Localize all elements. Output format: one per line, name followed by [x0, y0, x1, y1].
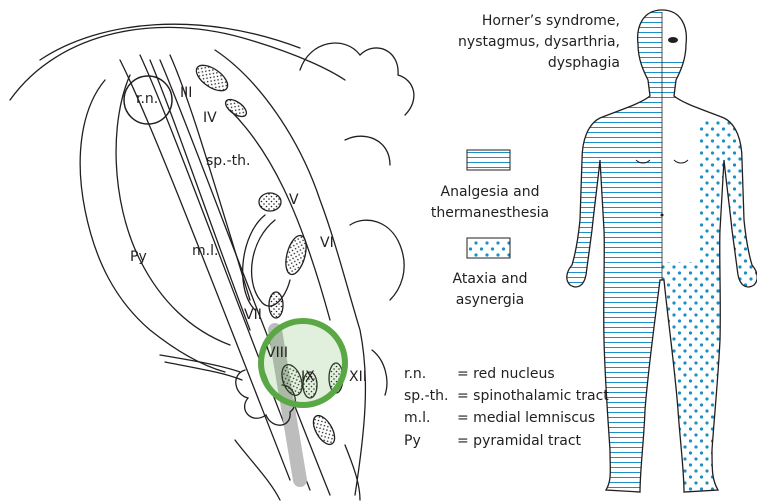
legend-ataxia-line-1: Ataxia and [420, 269, 560, 290]
glossary-abbr: Py [404, 433, 421, 449]
analgesia-swatch [467, 150, 510, 170]
glossary-abbr: r.n. [404, 366, 426, 382]
legend-analgesia: Analgesia and thermanesthesia [420, 182, 560, 224]
legend-ataxia-line-2: asynergia [420, 290, 560, 311]
label-cn-vi: VI [320, 235, 334, 251]
label-spinothalamic: sp.-th. [206, 153, 251, 169]
label-red-nucleus: r.n. [136, 91, 158, 107]
glossary-abbr: sp.-th. [404, 388, 449, 404]
deficit-line-3: dysphagia [440, 53, 620, 74]
label-cn-iii: III [180, 85, 192, 101]
deficit-line-1: Horner’s syndrome, [440, 11, 620, 32]
legend-analgesia-line-1: Analgesia and [420, 182, 560, 203]
legend-analgesia-line-2: thermanesthesia [420, 203, 560, 224]
label-cn-viii: VIII [266, 345, 288, 361]
label-cn-iv: IV [203, 110, 217, 126]
deficit-line-2: nystagmus, dysarthria, [440, 32, 620, 53]
label-cn-ix: IX [301, 369, 315, 385]
glossary-def: = red nucleus [457, 366, 555, 382]
label-pyramidal: Py [130, 249, 147, 265]
glossary-def: = medial lemniscus [457, 410, 595, 426]
deficit-heading: Horner’s syndrome, nystagmus, dysarthria… [440, 11, 620, 74]
label-cn-vii: VII [244, 307, 262, 323]
lesion-circle [261, 321, 345, 405]
brainstem-drawing [10, 24, 414, 500]
label-cn-v: V [289, 192, 299, 208]
label-cn-xii: XII [349, 369, 367, 385]
glossary-abbr: m.l. [404, 410, 430, 426]
legend-ataxia: Ataxia and asynergia [420, 269, 560, 311]
label-medial-lemniscus: m.l. [192, 243, 218, 259]
glossary-def: = spinothalamic tract [457, 388, 609, 404]
ataxia-swatch [467, 238, 510, 258]
glossary-def: = pyramidal tract [457, 433, 581, 449]
